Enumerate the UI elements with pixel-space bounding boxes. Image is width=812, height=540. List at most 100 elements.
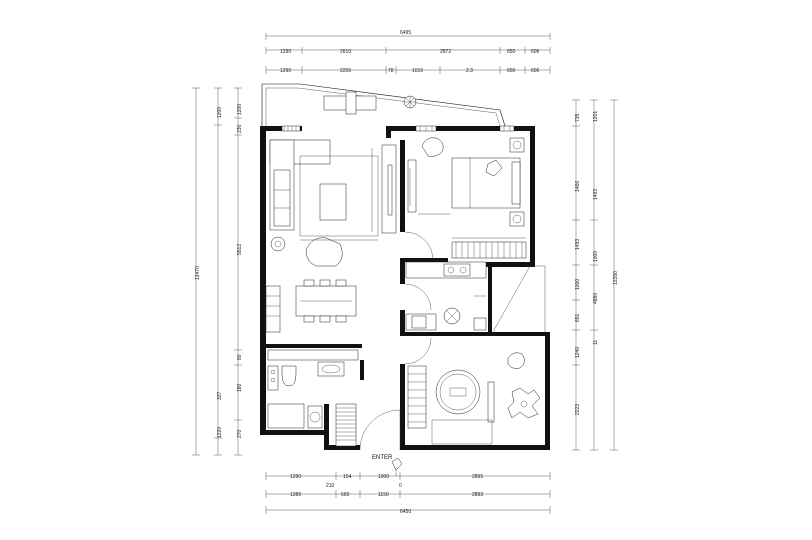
walls: [260, 126, 550, 450]
bedroom-armchair: [421, 137, 444, 157]
right-col2-dim-2: 1493: [593, 189, 599, 200]
top-row1-dim-3: 2872: [440, 49, 451, 55]
sideboard: [265, 285, 281, 333]
study-desk: [487, 381, 495, 423]
study-chair: [507, 352, 525, 369]
bottom-row3-dim-1: 1286: [290, 492, 301, 498]
dining-chair-5: [319, 315, 331, 323]
top-row1-dim-5: 606: [531, 49, 540, 55]
top-row2-dim-4: 1015: [412, 68, 423, 74]
lounge-chair-back: [345, 91, 357, 115]
window-strips: [281, 125, 515, 132]
dining-chair-4: [303, 315, 315, 323]
right-col1-dim-3: 1493: [575, 239, 581, 250]
fridge: [473, 317, 487, 331]
left-outer-overall-dim: 1220: [217, 427, 223, 438]
right-col2-dim-1: 1201: [593, 111, 599, 122]
living-rug: [299, 155, 379, 237]
round-table: [435, 369, 481, 415]
bottom-row1-dim-4: 2895: [472, 474, 483, 480]
top-row1-dim-2: 2610: [340, 49, 351, 55]
dining-chair-2: [319, 279, 331, 287]
left-inner-dim-4: 80: [237, 354, 243, 360]
left-inner-dim-3: 5512: [237, 244, 243, 255]
right-col2-dim-4: 4880: [593, 293, 599, 304]
right-col1-dim-7: 2223: [575, 404, 581, 415]
bottom-row2-dim-1: 210: [326, 483, 335, 489]
bottom-row2-dim-2: 0: [399, 483, 402, 489]
double-bed: [451, 157, 521, 209]
bath-sink: [317, 361, 345, 377]
wardrobe: [451, 241, 527, 259]
tv-icon: [387, 164, 393, 216]
right-overall-dim: 12350: [613, 271, 619, 285]
top-row2-dim-2: 2255: [340, 68, 351, 74]
study-rug: [431, 419, 493, 445]
left-overall-dim: 12470: [195, 266, 201, 280]
washing-machine: [307, 405, 323, 429]
decor-plant-icon: [507, 387, 541, 419]
right-col1-dim-2: 1466: [575, 181, 581, 192]
entry: ENTER: [359, 409, 403, 476]
top-row1-dim-4: 650: [507, 49, 516, 55]
top-row2-dim-5: 2.3: [466, 68, 473, 74]
bottom-row1-dim-3: 1000: [378, 474, 389, 480]
top-row2-dim-7: 606: [531, 68, 540, 74]
top-overall-dim: 6495: [400, 30, 411, 36]
bedroom: [404, 137, 527, 261]
nightstand-top: [509, 137, 525, 153]
bottom-dimension-lines: 1290 154 1000 2895 210 0 1286 665 1150 2…: [265, 472, 551, 515]
right-dimension-lines: 735 1466 1493 1000 651 1240 2223 1201 14…: [572, 99, 619, 451]
study-room: [404, 265, 546, 445]
right-col1-dim-6: 1240: [575, 347, 581, 358]
vanity-counter: [267, 349, 359, 361]
dining-chair-6: [335, 315, 347, 323]
right-col1-dim-4: 1000: [575, 279, 581, 290]
left-inner-dim-2: 230: [237, 124, 243, 133]
dining-chair-1: [303, 279, 315, 287]
bottom-overall-dim: 6450: [400, 509, 411, 515]
right-col1-dim-5: 651: [575, 313, 581, 322]
balcony: [261, 83, 506, 127]
bed-headboard: [511, 161, 521, 205]
left-bottom-dim: 337: [217, 391, 223, 400]
right-col1-dim-1: 735: [575, 113, 581, 122]
kitchen: [404, 261, 487, 331]
top-row2-dim-6: 650: [507, 68, 516, 74]
top-row2-dim-1: 1290: [280, 68, 291, 74]
bottom-row3-dim-2: 665: [341, 492, 350, 498]
armchair: [305, 237, 343, 267]
toilet: [281, 365, 297, 387]
dining-chair-3: [335, 279, 347, 287]
bathroom: [267, 349, 359, 429]
right-col2-dim-5: 11: [593, 340, 599, 345]
coffee-table: [319, 183, 347, 221]
left-dimension-lines: 12470 1200 337 1200 230 5512 80 180 270 …: [192, 87, 243, 456]
left-inner-dim-1: 1200: [237, 104, 243, 115]
right-col2-dim-3: 1000: [593, 251, 599, 262]
left-inner-dim-6: 270: [237, 429, 243, 438]
nightstand-bottom: [509, 211, 525, 227]
bottom-row3-dim-4: 2893: [472, 492, 483, 498]
top-row1-dim-1: 1290: [280, 49, 291, 55]
study-shelf: [407, 365, 427, 429]
kitchen-sink: [411, 315, 427, 329]
shoe-cabinet: [335, 403, 357, 447]
enter-label: ENTER: [372, 455, 393, 461]
bottom-row1-dim-2: 154: [343, 474, 352, 480]
left-outer-dim: 1200: [217, 107, 223, 118]
entry-arrow-icon: [391, 457, 403, 471]
bottom-row3-dim-3: 1150: [378, 492, 389, 498]
sofa-cushions: [273, 169, 291, 227]
bedroom-tv-unit: [407, 159, 417, 213]
side-table: [270, 236, 286, 252]
bottom-row1-dim-1: 1290: [290, 474, 301, 480]
bed-plant-icon: [485, 159, 503, 177]
left-inner-dim-5: 180: [237, 383, 243, 392]
top-row2-dim-3: 78: [388, 68, 394, 74]
top-dimension-lines: 6495 1290 2610 2872 650 606 1290 2255 78…: [265, 30, 551, 74]
shower-tray: [267, 403, 305, 429]
dining-area: [265, 279, 357, 333]
living-room: [269, 139, 397, 267]
